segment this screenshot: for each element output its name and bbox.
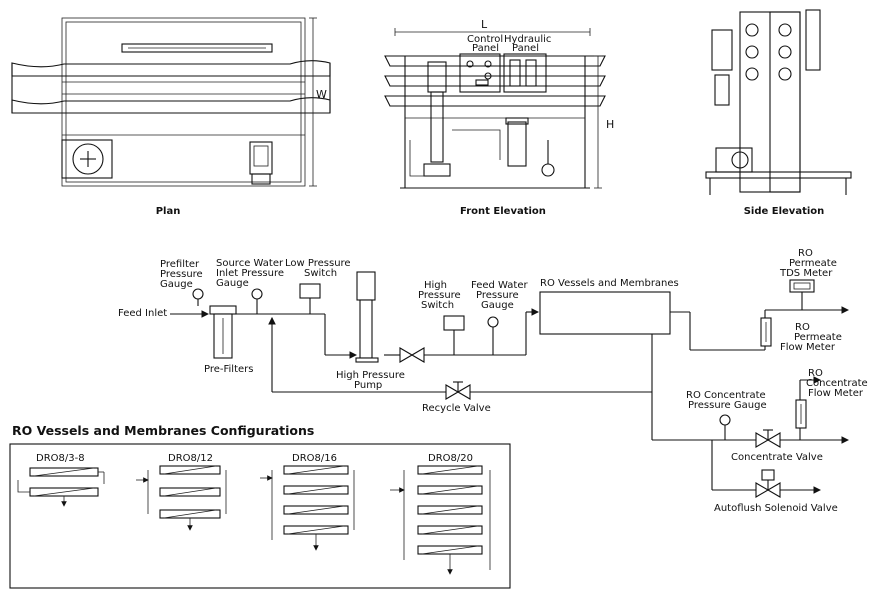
- high-pressure-switch: [443, 315, 465, 331]
- hp-switch-label-1: High: [424, 280, 447, 291]
- prefilter-gauge-label-2: Pressure: [160, 269, 203, 280]
- control-panel-label-2: Panel: [472, 43, 499, 54]
- config-label-4: DRO8/20: [428, 453, 473, 464]
- hydraulic-panel-label-1: Hydraulic: [504, 34, 551, 45]
- front-elevation-label: Front Elevation: [460, 206, 546, 217]
- hp-pump-label-2: Pump: [354, 380, 382, 391]
- side-elevation-label: Side Elevation: [744, 206, 825, 217]
- concentrate-pressure-gauge: [719, 414, 731, 426]
- tds-meter: [789, 279, 815, 293]
- dimension-l: L: [481, 18, 488, 31]
- prefilter-gauge-label-1: Prefilter: [160, 259, 200, 270]
- permeate-flow-label-2: Permeate: [794, 332, 842, 343]
- feed-gauge-label-1: Feed Water: [471, 280, 528, 291]
- autoflush-label: Autoflush Solenoid Valve: [714, 503, 838, 514]
- tds-label-3: TDS Meter: [779, 268, 833, 279]
- concentrate-flow-label-3: Flow Meter: [808, 388, 864, 399]
- config-label-3: DRO8/16: [292, 453, 337, 464]
- permeate-flow-label-3: Flow Meter: [780, 342, 836, 353]
- hydraulic-panel-label-2: Panel: [512, 43, 539, 54]
- feed-gauge-label-2: Pressure: [476, 290, 519, 301]
- source-gauge-label-2: Inlet Pressure: [216, 268, 284, 279]
- plan-view: W Plan: [11, 17, 331, 217]
- feed-inlet-label: Feed Inlet: [118, 308, 167, 319]
- concentrate-flow-label-1: RO: [808, 368, 823, 379]
- ro-vessels-block: [539, 291, 671, 335]
- recycle-valve-label: Recycle Valve: [422, 403, 491, 414]
- pump-discharge-valve: [399, 347, 425, 363]
- config-label-2: DRO8/12: [168, 453, 213, 464]
- dimension-w: W: [316, 88, 327, 101]
- concentrate-gauge-label-2: Pressure Gauge: [688, 400, 767, 411]
- concentrate-valve-label: Concentrate Valve: [731, 452, 823, 463]
- plan-view-label: Plan: [156, 206, 181, 217]
- low-pressure-switch: [299, 283, 321, 299]
- source-pressure-gauge: [251, 288, 263, 300]
- configurations-title: RO Vessels and Membranes Configurations: [12, 423, 314, 438]
- feed-pressure-gauge: [487, 316, 499, 328]
- hp-switch-label-2: Pressure: [418, 290, 461, 301]
- config-label-1: DRO8/3-8: [36, 453, 85, 464]
- low-switch-label-1: Low Pressure: [285, 258, 351, 269]
- prefilter-gauge-label-3: Gauge: [160, 279, 193, 290]
- prefilter-gauge: [192, 288, 204, 300]
- hp-pump-body: [359, 299, 373, 359]
- side-elevation-view: Side Elevation: [705, 9, 852, 217]
- front-elevation-view: L Control Panel Hydraulic Panel: [384, 18, 614, 217]
- hp-switch-label-3: Switch: [421, 300, 454, 311]
- vessels-label: RO Vessels and Membranes: [540, 278, 679, 289]
- permeate-flow-label-1: RO: [795, 322, 810, 333]
- pre-filters-label: Pre-Filters: [204, 364, 253, 375]
- tds-label-1: RO: [798, 248, 813, 259]
- concentrate-flow-label-2: Concentrate: [806, 378, 868, 389]
- tds-label-2: Permeate: [789, 258, 837, 269]
- concentrate-gauge-label-1: RO Concentrate: [686, 390, 766, 401]
- flow-diagram: Feed Inlet Prefilter Pressure Gauge Pre-…: [118, 248, 868, 514]
- dimension-h: H: [606, 118, 614, 131]
- low-switch-label-2: Switch: [304, 268, 337, 279]
- hp-pump-label-1: High Pressure: [336, 370, 405, 381]
- source-gauge-label-1: Source Water: [216, 258, 284, 269]
- hp-pump-motor: [356, 271, 376, 301]
- feed-gauge-label-3: Gauge: [481, 300, 514, 311]
- configurations-box: [9, 443, 511, 589]
- source-gauge-label-3: Gauge: [216, 278, 249, 289]
- control-panel-label-1: Control: [467, 34, 503, 45]
- configurations-section: RO Vessels and Membranes Configurations …: [9, 423, 511, 589]
